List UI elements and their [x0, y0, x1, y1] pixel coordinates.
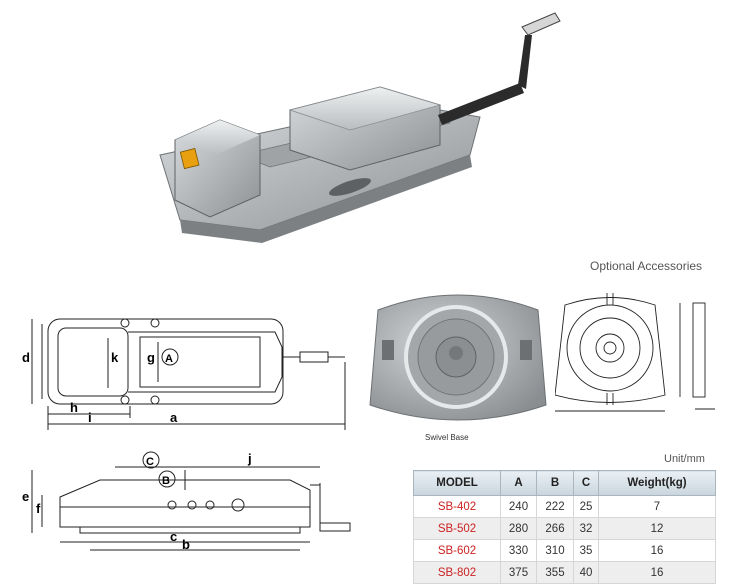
a-cell: 240	[500, 495, 537, 518]
model-cell: SB-602	[413, 539, 501, 562]
a-cell: 280	[500, 517, 537, 540]
table-row: SB-402 240 222 25 7	[413, 495, 716, 518]
dim-f-label: f	[36, 501, 41, 516]
dim-d-label: d	[22, 350, 30, 365]
dim-a-label: a	[170, 410, 178, 425]
dim-b-circle-label: B	[162, 475, 170, 487]
dim-h-label: h	[70, 400, 78, 415]
dim-g-label: g	[147, 350, 155, 365]
model-cell: SB-502	[413, 517, 501, 540]
accessories-title: Optional Accessories	[590, 259, 703, 273]
header-a: A	[500, 470, 537, 496]
table-header-row: MODEL A B C Weight(kg)	[413, 470, 716, 496]
weight-cell: 16	[598, 539, 716, 562]
swivel-base-drawing	[555, 293, 715, 412]
header-weight: Weight(kg)	[598, 470, 716, 496]
c-cell: 25	[573, 495, 599, 518]
b-cell: 222	[536, 495, 574, 518]
table-row: SB-802 375 355 40 16	[413, 561, 716, 584]
vise-top-view-drawing: d k g A h i a	[22, 318, 346, 430]
model-cell: SB-402	[413, 495, 501, 518]
a-cell: 330	[500, 539, 537, 562]
dim-c-label: c	[170, 529, 177, 544]
dim-j-label: j	[247, 451, 252, 466]
swivel-base-caption: Swivel Base	[425, 433, 469, 442]
c-cell: 35	[573, 539, 599, 562]
c-cell: 32	[573, 517, 599, 540]
b-cell: 266	[536, 517, 574, 540]
vise-product-photo	[159, 12, 561, 243]
swivel-base-photo	[369, 294, 547, 421]
weight-cell: 7	[598, 495, 716, 518]
dim-c-circle-label: C	[146, 456, 154, 468]
c-cell: 40	[573, 561, 599, 584]
dim-b-label: b	[182, 537, 190, 552]
dim-k-label: k	[111, 350, 119, 365]
weight-cell: 12	[598, 517, 716, 540]
table-row: SB-602 330 310 35 16	[413, 539, 716, 562]
weight-cell: 16	[598, 561, 716, 584]
b-cell: 310	[536, 539, 574, 562]
spec-table: MODEL A B C Weight(kg) SB-402 240 222 25…	[413, 470, 716, 584]
header-model: MODEL	[413, 470, 501, 496]
table-row: SB-502 280 266 32 12	[413, 517, 716, 540]
dim-e-label: e	[22, 489, 29, 504]
dim-i-label: i	[88, 410, 92, 425]
header-b: B	[536, 470, 574, 496]
vise-side-view-drawing: C B j e f c b	[22, 451, 351, 552]
dim-a-circle-label: A	[165, 353, 173, 365]
model-cell: SB-802	[413, 561, 501, 584]
a-cell: 375	[500, 561, 537, 584]
unit-label: Unit/mm	[664, 453, 705, 465]
b-cell: 355	[536, 561, 574, 584]
header-c: C	[573, 470, 599, 496]
